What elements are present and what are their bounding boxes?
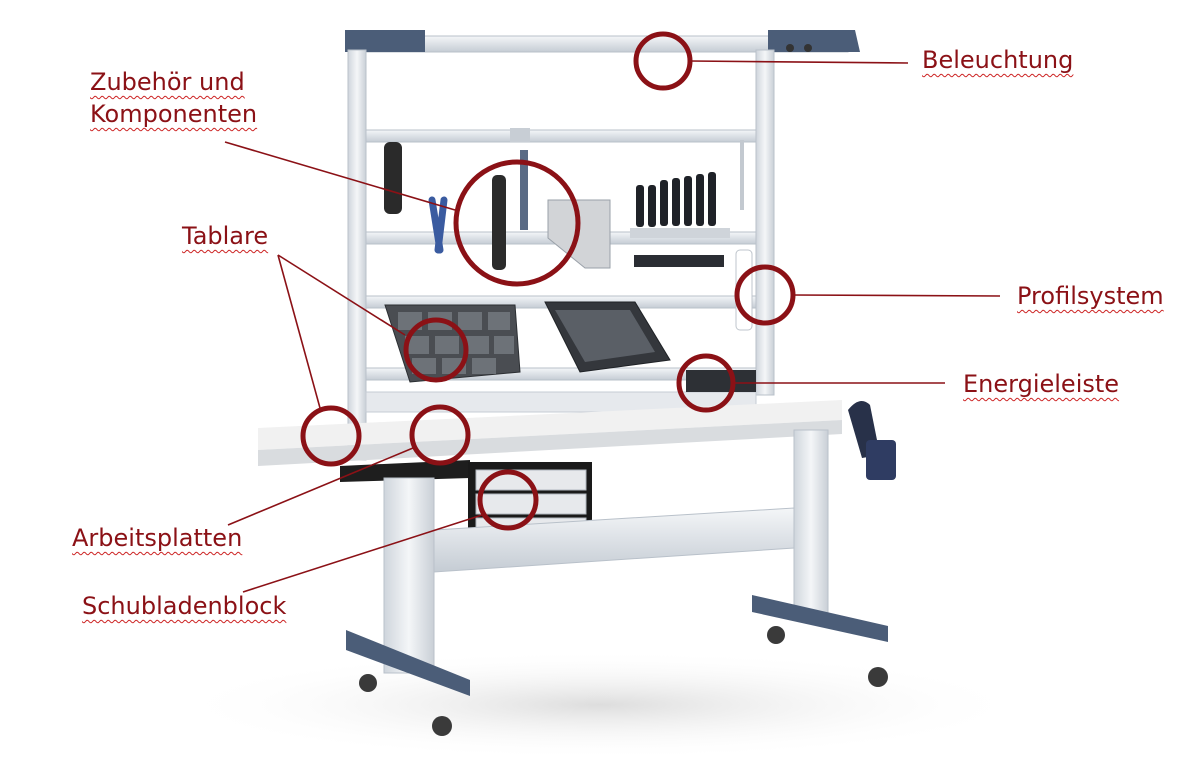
label-profilsystem: Profilsystem: [1017, 282, 1164, 310]
label-zubehoer: Zubehör und Komponenten: [90, 66, 257, 130]
ring-schubladenblock: [477, 469, 539, 531]
floor-shadow: [170, 650, 1030, 760]
label-beleuchtung: Beleuchtung: [922, 46, 1074, 74]
left-foot: [346, 630, 470, 696]
label-energieleiste: Energieleiste: [963, 370, 1120, 398]
ring-arbeitsplatten: [409, 404, 471, 466]
marker-rings: [300, 31, 796, 531]
flashlight: [384, 142, 402, 214]
light-bar: [345, 30, 860, 53]
ring-tablare-2: [300, 405, 362, 467]
label-zubehoer-line1: Zubehör und: [90, 68, 245, 96]
label-schubladenblock: Schubladenblock: [82, 592, 287, 620]
brush: [492, 175, 506, 270]
leader-lines: [224, 60, 1001, 593]
label-zubehoer-line2: Komponenten: [90, 100, 258, 128]
frame-uprights: [347, 49, 775, 461]
label-tablare: Tablare: [182, 222, 269, 250]
screwdriver-set: [630, 172, 730, 267]
ring-tablare: [403, 317, 469, 383]
power-strip: [686, 370, 756, 392]
table-frame: [346, 429, 888, 736]
right-foot: [752, 595, 888, 642]
barcode-scanner: [848, 401, 896, 480]
accessories: [384, 128, 753, 331]
ring-zubehoer: [453, 159, 581, 287]
label-arbeitsplatten: Arbeitsplatten: [72, 524, 243, 552]
